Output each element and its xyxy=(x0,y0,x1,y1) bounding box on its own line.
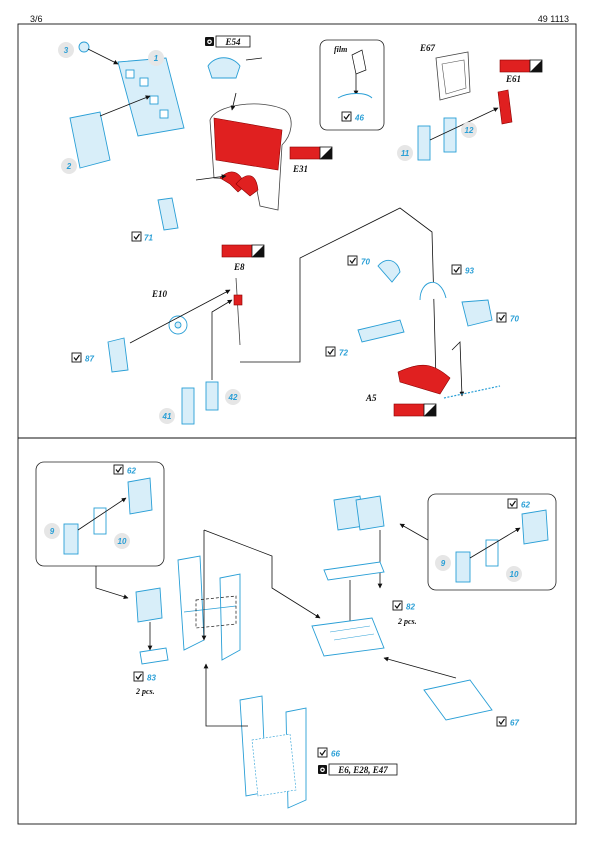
plate-part-87 xyxy=(107,337,129,373)
shield-part xyxy=(207,57,241,79)
camera-icon xyxy=(205,37,214,46)
page-number: 3/6 xyxy=(30,14,43,24)
bubble-label: 9 xyxy=(50,527,55,536)
seat-pan xyxy=(311,617,385,657)
ref-label: E54 xyxy=(224,37,241,47)
part-label: 93 xyxy=(465,267,474,276)
part-71: 71 xyxy=(131,231,153,243)
gauge-part xyxy=(168,315,188,335)
part-label: 71 xyxy=(144,234,153,243)
ref-a5-label: A5 xyxy=(365,393,377,403)
film-inset xyxy=(319,39,385,131)
combo-note: E6, E28, E47 xyxy=(337,765,388,775)
plate-part-42 xyxy=(205,381,219,411)
ref-e8-label: E8 xyxy=(233,262,245,272)
plate-part-41 xyxy=(181,387,195,425)
bubble-label: 10 xyxy=(118,537,127,546)
film-note: film xyxy=(334,45,347,54)
ref-e6-e28-e47: E6, E28, E47 xyxy=(318,763,398,776)
swatch-e8 xyxy=(221,244,265,258)
part-label: 87 xyxy=(85,355,94,364)
bubble-10-right: 10 xyxy=(506,566,522,582)
part-label: 46 xyxy=(354,114,364,123)
bubble-label: 1 xyxy=(154,54,159,63)
bubble-1: 1 xyxy=(148,50,164,66)
bubble-9-left: 9 xyxy=(44,523,60,539)
bracket-part-71 xyxy=(157,197,179,231)
ref-e54: E54 xyxy=(205,35,251,48)
part-label: 83 xyxy=(147,674,156,683)
pcs-note-83: 2 pcs. xyxy=(135,687,155,696)
part-label: 72 xyxy=(339,349,348,358)
bubble-9-right: 9 xyxy=(435,555,451,571)
part-label: 42 xyxy=(228,393,238,402)
bubble-2: 2 xyxy=(61,158,77,174)
dial-part xyxy=(78,41,90,53)
part-83: 83 xyxy=(133,671,156,683)
part-93: 93 xyxy=(451,264,474,276)
swatch-e31 xyxy=(289,146,333,160)
bubble-label: 11 xyxy=(401,149,410,158)
part-label: 62 xyxy=(521,501,530,510)
part-label: 82 xyxy=(406,603,415,612)
bracket-block-left xyxy=(135,587,163,623)
catalog-number: 49 1113 xyxy=(537,14,569,24)
seat-frame-lower xyxy=(239,695,307,809)
pcs-note-82: 2 pcs. xyxy=(397,617,417,626)
part-46: 46 xyxy=(341,111,364,123)
bubble-label: 9 xyxy=(441,559,446,568)
paint-swatch-icon xyxy=(289,146,333,160)
part-label: 67 xyxy=(510,719,519,728)
connector-line xyxy=(240,207,439,381)
swatch-e61 xyxy=(499,59,543,73)
painted-seat xyxy=(397,364,451,395)
swatch-a5 xyxy=(393,403,437,417)
inset-part-62-right: 62 xyxy=(507,498,530,510)
bubble-11: 11 xyxy=(397,145,413,161)
part-70-right: 70 xyxy=(496,312,519,324)
part-label: 70 xyxy=(361,258,370,267)
part-72: 72 xyxy=(325,346,348,358)
plate-part-11 xyxy=(417,125,431,161)
ref-e67-label: E67 xyxy=(419,43,436,53)
leader-arrow-icon xyxy=(87,48,119,65)
part-66: 66 xyxy=(317,747,340,759)
floor-plate-67 xyxy=(423,679,493,721)
part-label: 62 xyxy=(127,467,136,476)
page-frame xyxy=(17,23,577,825)
bubble-3: 3 xyxy=(58,42,74,58)
seat-frame-left xyxy=(177,555,241,661)
part-label: 70 xyxy=(510,315,519,324)
part-70-left: 70 xyxy=(347,255,370,267)
dashboard-body xyxy=(209,103,292,211)
ref-e10-label: E10 xyxy=(151,289,168,299)
part-82: 82 xyxy=(392,600,415,612)
painted-panel xyxy=(213,117,283,171)
instrument-panel-part xyxy=(117,57,185,137)
bubble-label: 10 xyxy=(510,570,519,579)
part-label: 41 xyxy=(162,412,172,421)
ref-e61-label: E61 xyxy=(505,74,521,84)
ref-e31-label: E31 xyxy=(292,164,308,174)
check-box-icon xyxy=(131,231,142,242)
bubble-label: 2 xyxy=(66,162,72,171)
cover-plate-part xyxy=(69,111,111,169)
bubble-label: 12 xyxy=(465,126,474,135)
part-87: 87 xyxy=(71,352,94,364)
part-label: 66 xyxy=(331,750,340,759)
plate-part-12 xyxy=(443,117,457,153)
bubble-12: 12 xyxy=(461,122,477,138)
part-67: 67 xyxy=(496,716,519,728)
part-41: 41 xyxy=(159,408,175,424)
inset-part-62-left: 62 xyxy=(113,464,136,476)
part-42: 42 xyxy=(225,389,241,405)
bubble-label: 3 xyxy=(64,46,69,55)
bubble-10-left: 10 xyxy=(114,533,130,549)
